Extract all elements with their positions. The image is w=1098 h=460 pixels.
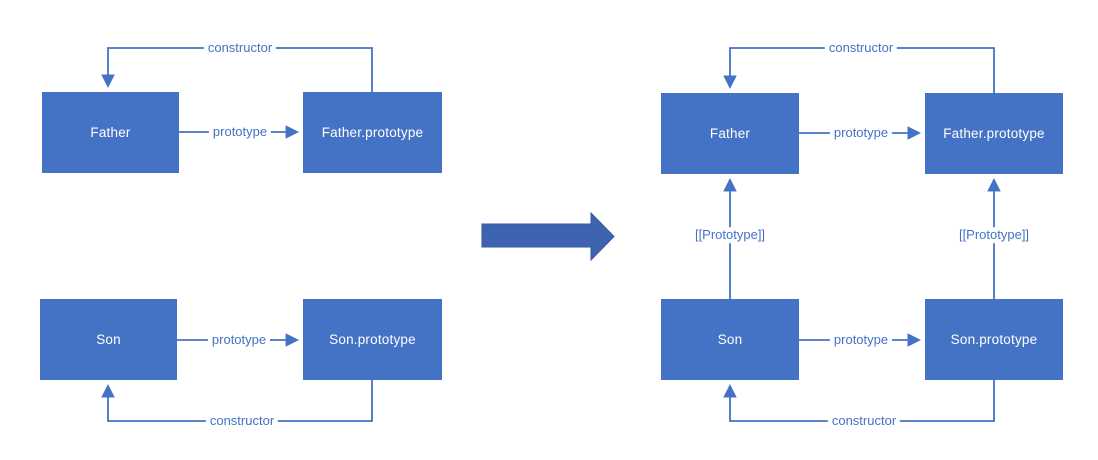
edge-label-right-constructor-top: constructor [824, 40, 898, 56]
edge-label-right-prototype-son: prototype [829, 332, 893, 348]
node-right-son: Son [661, 299, 799, 380]
node-left-son-prototype: Son.prototype [303, 299, 442, 380]
node-right-father-prototype: Father.prototype [925, 93, 1063, 174]
edge-label-left-constructor-bottom: constructor [205, 413, 279, 429]
edge-label-left-prototype-son: prototype [207, 332, 271, 348]
node-left-father-prototype: Father.prototype [303, 92, 442, 173]
transform-right-arrow-icon [481, 211, 615, 262]
edge-label-right-prototype-chain-right: [[Prototype]] [954, 227, 1034, 243]
node-left-son: Son [40, 299, 177, 380]
node-right-father: Father [661, 93, 799, 174]
node-left-father: Father [42, 92, 179, 173]
edge-label-right-constructor-bottom: constructor [827, 413, 901, 429]
edge-label-left-prototype-father: prototype [208, 124, 272, 140]
node-right-son-prototype: Son.prototype [925, 299, 1063, 380]
edge-label-right-prototype-chain-left: [[Prototype]] [690, 227, 770, 243]
edge-label-right-prototype-father: prototype [829, 125, 893, 141]
edge-label-left-constructor-top: constructor [203, 40, 277, 56]
